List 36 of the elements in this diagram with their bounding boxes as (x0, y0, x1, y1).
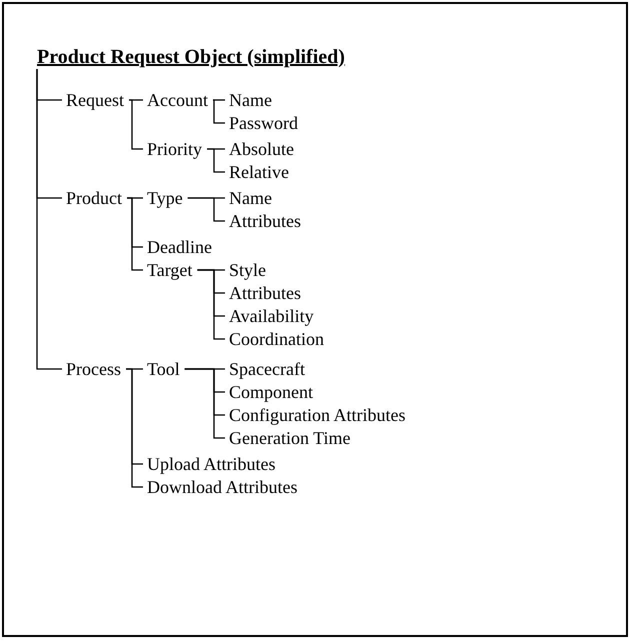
tree-connector (212, 99, 225, 124)
tree-item: Name (229, 90, 272, 110)
tree-connector (36, 69, 62, 370)
tree-item: Account (147, 90, 208, 110)
tree-connector (184, 368, 225, 439)
tree-connector (127, 197, 143, 271)
tree-connector (129, 99, 143, 150)
tree-item: Upload Attributes (147, 454, 276, 474)
tree-item: Coordination (229, 329, 324, 349)
tree-item: Name (229, 188, 272, 208)
tree-item: Attributes (229, 283, 301, 303)
tree-title: Product Request Object (simplified) (37, 47, 345, 67)
tree-item: Tool (147, 359, 180, 379)
tree-item: Configuration Attributes (229, 405, 406, 425)
tree-item: Attributes (229, 211, 301, 231)
tree-item: Product (66, 188, 122, 208)
tree-connector (212, 99, 225, 101)
tree-connector (207, 148, 225, 173)
tree-item: Availability (229, 306, 314, 326)
tree-item: Spacecraft (229, 359, 305, 379)
tree-item: Deadline (147, 237, 212, 257)
tree-connector (126, 368, 143, 488)
tree-item: Request (66, 90, 124, 110)
tree-item: Style (229, 260, 266, 280)
tree-connector (188, 197, 225, 222)
tree-connector (197, 269, 225, 340)
tree-item: Component (229, 382, 313, 402)
tree-item: Relative (229, 162, 289, 182)
tree-item: Absolute (229, 139, 294, 159)
tree-item: Priority (147, 139, 202, 159)
tree-item: Download Attributes (147, 477, 298, 497)
tree-item: Type (147, 188, 183, 208)
tree-item: Generation Time (229, 428, 350, 448)
tree-item: Password (229, 113, 298, 133)
tree-item: Process (66, 359, 121, 379)
tree-item: Target (147, 260, 192, 280)
